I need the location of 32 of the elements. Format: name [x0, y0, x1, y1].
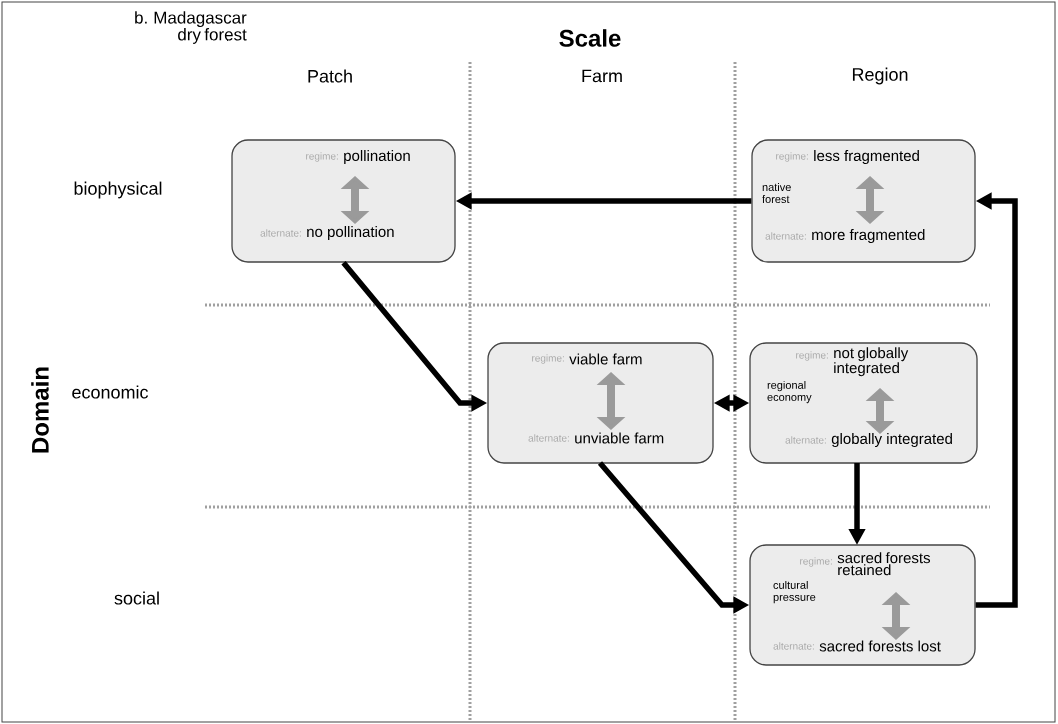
- state-tag: regime:: [532, 354, 564, 364]
- column-header: Region: [852, 67, 908, 85]
- state-tag: regime:: [776, 152, 808, 162]
- state-tag: regime:: [800, 557, 832, 567]
- state-tag: regime:: [796, 351, 828, 361]
- state-tag: alternate:: [785, 436, 826, 444]
- state-label: no pollination: [307, 226, 394, 240]
- driver-label: cultural pressure: [773, 580, 816, 604]
- row-header: biophysical: [74, 181, 162, 199]
- state-label: more fragmented: [812, 229, 925, 243]
- state-label: viable farm: [569, 353, 642, 365]
- state-tag: alternate:: [260, 229, 301, 237]
- state-tag: regime:: [306, 152, 338, 162]
- column-header: Farm: [582, 69, 622, 83]
- panel-title: b. Madagascar dry forest: [135, 11, 247, 44]
- column-header: Patch: [308, 69, 352, 83]
- state-label: unviable farm: [575, 432, 664, 444]
- state-label: globally integrated: [831, 433, 952, 447]
- axis-title: Domain: [31, 367, 49, 453]
- axis-title: Scale: [559, 29, 621, 47]
- row-header: social: [114, 591, 159, 605]
- driver-label: regional economy: [767, 380, 812, 404]
- state-label: less fragmented: [814, 150, 919, 164]
- row-header: economic: [72, 385, 149, 399]
- state-tag: alternate:: [765, 232, 806, 240]
- state-tag: alternate:: [528, 434, 569, 442]
- state-label: sacred forests retained: [837, 552, 930, 576]
- state-label: not globally integrated: [834, 347, 909, 377]
- driver-label: native forest: [762, 182, 791, 204]
- state-label: sacred forests lost: [819, 640, 941, 652]
- state-label: pollination: [344, 150, 410, 164]
- state-tag: alternate:: [773, 642, 814, 650]
